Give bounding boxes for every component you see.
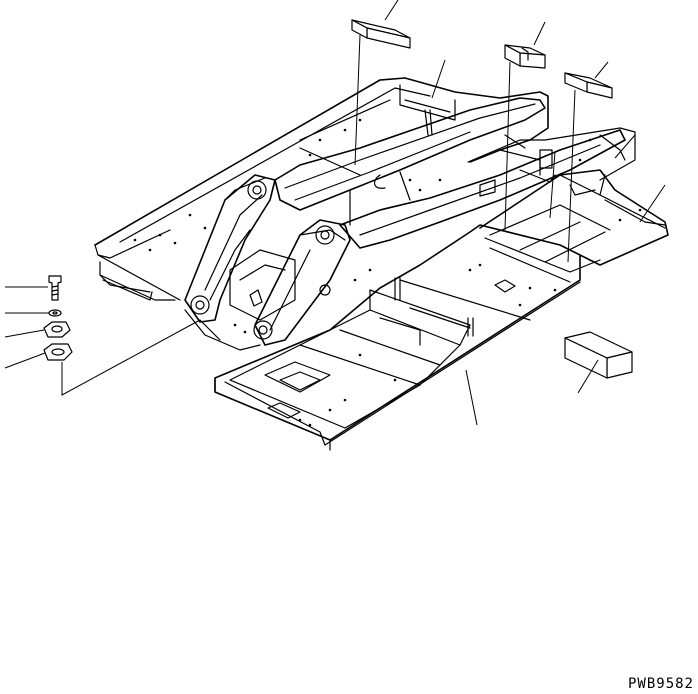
shim-plate-right	[564, 72, 613, 99]
right-deck-outline	[479, 169, 669, 266]
boom-mount	[184, 97, 626, 351]
revolving-frame	[94, 77, 669, 451]
spacer-block	[564, 331, 633, 379]
boom-foot-right	[254, 219, 351, 346]
bracket-top-right	[504, 44, 546, 69]
drawing-code: PWB9582	[627, 676, 694, 692]
leader-lines	[4, 0, 666, 426]
center-beam-upper	[274, 97, 546, 211]
center-beam-lower	[339, 129, 626, 249]
shim-plate-top	[351, 19, 411, 49]
bolt-holes	[133, 118, 642, 427]
front-deck-outline	[214, 224, 581, 441]
left-deck-outline	[94, 77, 549, 246]
cover-parts	[43, 275, 73, 361]
